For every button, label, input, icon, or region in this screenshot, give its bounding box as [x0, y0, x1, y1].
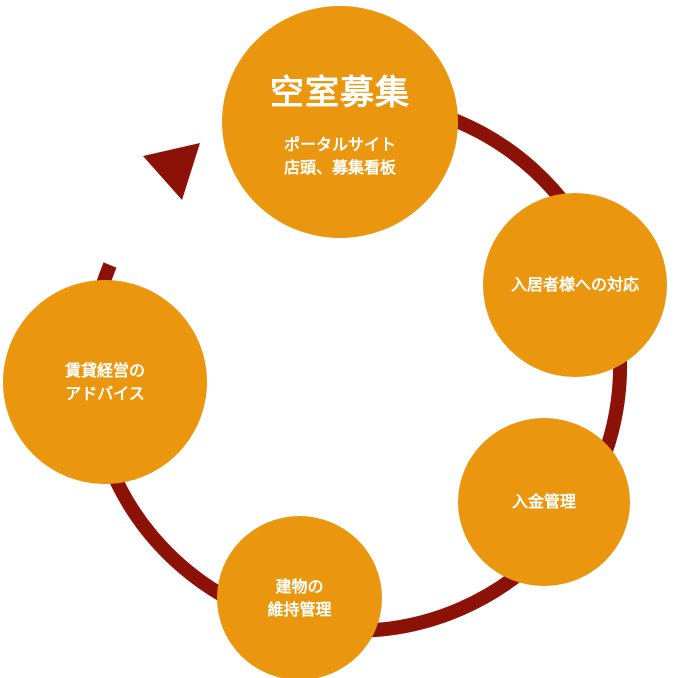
node-tenant-support: 入居者様への対応	[483, 193, 667, 377]
node-payment-label: 入金管理	[511, 492, 576, 512]
node-rental-advice: 賃貸経営の アドバイス	[3, 280, 207, 484]
node-vacancy-title: 空室募集	[270, 73, 410, 114]
node-vacancy-subtitle: ポータルサイト 店頭、募集看板	[283, 135, 396, 177]
node-advice-label: 賃貸経営の アドバイス	[64, 360, 145, 403]
arrowhead-icon	[143, 143, 200, 200]
node-maintenance-label: 建物の 維持管理	[267, 576, 332, 619]
node-vacancy-recruitment: 空室募集 ポータルサイト 店頭、募集看板	[222, 6, 458, 238]
node-tenant-support-label: 入居者様への対応	[510, 275, 639, 295]
node-payment-management: 入金管理	[458, 418, 630, 586]
node-building-maintenance: 建物の 維持管理	[217, 516, 382, 678]
